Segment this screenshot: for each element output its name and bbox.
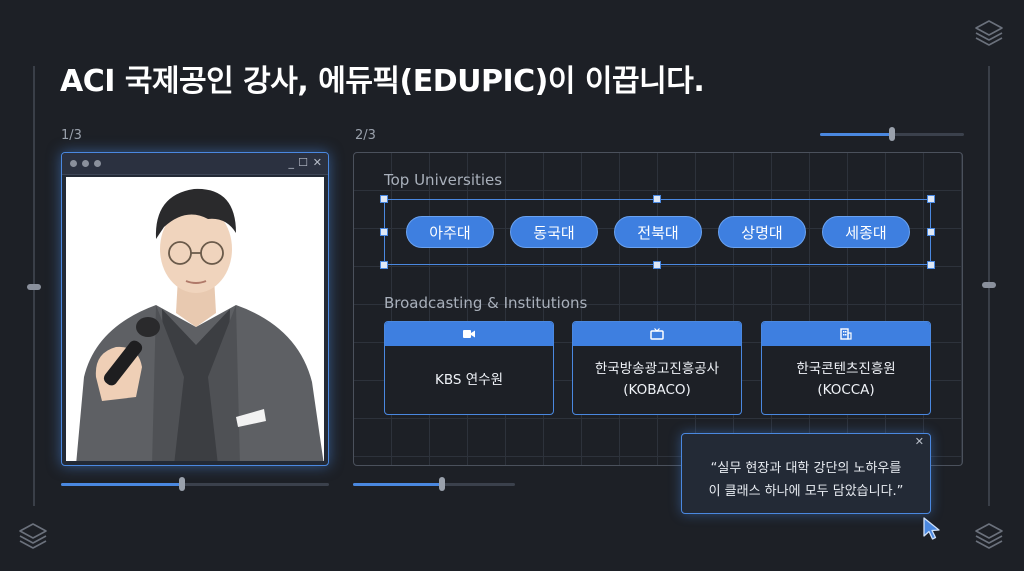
top-slider-fill (820, 133, 892, 136)
speaker-photo (66, 177, 324, 461)
institution-name: KBS 연수원 (435, 371, 503, 388)
institution-card[interactable]: KBS 연수원 (384, 321, 554, 415)
panel2-slider-fill (353, 483, 443, 486)
quote-line: 이 클래스 하나에 모두 담았습니다.” (708, 484, 904, 499)
institution-abbr: (KOBACO) (623, 382, 691, 398)
institutions-heading: Broadcasting & Institutions (384, 294, 588, 312)
university-pill[interactable]: 상명대 (718, 216, 806, 248)
panel1-slider-knob[interactable] (178, 477, 185, 491)
resize-handle[interactable] (653, 195, 661, 203)
resize-handle[interactable] (927, 261, 935, 269)
university-pill[interactable]: 아주대 (406, 216, 494, 248)
quote-line: “실무 현장과 대학 강단의 노하우를 (710, 461, 902, 476)
close-icon[interactable]: ✕ (312, 156, 322, 169)
panel1-slider-fill (61, 483, 182, 486)
quote-popup: ✕ “실무 현장과 대학 강단의 노하우를 이 클래스 하나에 모두 담았습니다… (681, 433, 931, 514)
resize-handle[interactable] (380, 195, 388, 203)
resize-handle[interactable] (927, 228, 935, 236)
panel2-slider-knob[interactable] (439, 477, 446, 491)
building-icon (840, 328, 852, 340)
resize-handle[interactable] (380, 228, 388, 236)
window-titlebar: _ ☐ ✕ (62, 153, 328, 175)
universities-heading: Top Universities (384, 171, 503, 189)
maximize-icon[interactable]: ☐ (298, 156, 308, 169)
resize-handle[interactable] (653, 261, 661, 269)
institution-name: 한국콘텐츠진흥원 (796, 361, 896, 377)
university-pill[interactable]: 세종대 (822, 216, 910, 248)
close-icon[interactable]: ✕ (914, 435, 924, 448)
mouse-cursor-icon (923, 517, 940, 540)
page-indicator-2: 2/3 (355, 128, 376, 143)
page-indicator-1: 1/3 (61, 128, 82, 143)
layers-icon[interactable] (972, 519, 1006, 553)
speaker-illustration (66, 177, 324, 461)
layers-icon[interactable] (16, 519, 50, 553)
left-rail-handle[interactable] (27, 284, 41, 290)
video-camera-icon (463, 330, 475, 338)
window-dot[interactable] (82, 160, 89, 167)
university-pill[interactable]: 동국대 (510, 216, 598, 248)
window-dot[interactable] (70, 160, 77, 167)
university-pill[interactable]: 전북대 (614, 216, 702, 248)
layers-icon[interactable] (972, 16, 1006, 50)
minimize-icon[interactable]: _ (288, 156, 295, 169)
window-dot[interactable] (94, 160, 101, 167)
speaker-photo-window: _ ☐ ✕ (61, 152, 329, 466)
panel1-slider-track[interactable] (61, 483, 329, 486)
page-title: ACI 국제공인 강사, 에듀픽(EDUPIC)이 이끕니다. (60, 64, 705, 99)
panel2-slider-track[interactable] (353, 483, 515, 486)
institution-name: 한국방송광고진흥공사 (594, 361, 720, 377)
institution-card[interactable]: 한국방송광고진흥공사 (KOBACO) (572, 321, 742, 415)
resize-handle[interactable] (927, 195, 935, 203)
resize-handle[interactable] (380, 261, 388, 269)
institution-card[interactable]: 한국콘텐츠진흥원 (KOCCA) (761, 321, 931, 415)
tv-icon (650, 328, 664, 340)
top-slider-knob[interactable] (889, 127, 895, 141)
right-rail-handle[interactable] (982, 282, 996, 288)
institution-abbr: (KOCCA) (817, 382, 875, 398)
